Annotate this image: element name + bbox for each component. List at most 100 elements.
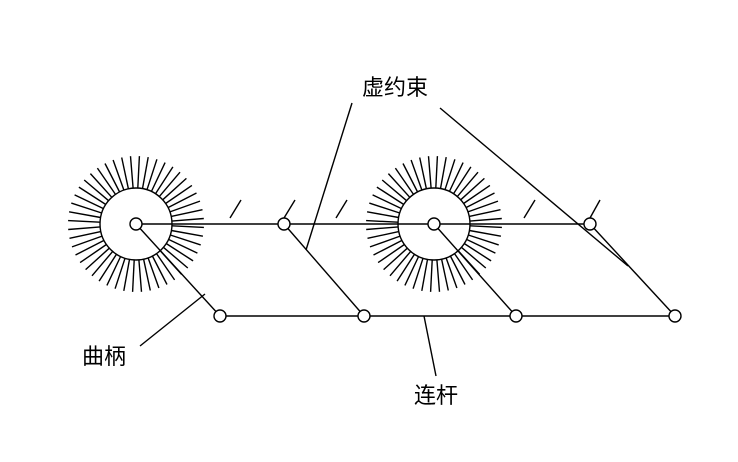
frame-tick-5 bbox=[589, 199, 601, 219]
hatch-mark bbox=[463, 184, 491, 205]
hatch-mark bbox=[96, 167, 117, 195]
label-virtual-constraint: 虚约束 bbox=[362, 76, 429, 101]
hatch-mark bbox=[387, 173, 411, 198]
hatch-mark bbox=[445, 257, 458, 289]
hatch-mark bbox=[91, 250, 114, 277]
leader-crank bbox=[139, 293, 206, 347]
frame-tick-4 bbox=[523, 199, 536, 219]
hatch-mark bbox=[396, 253, 416, 282]
hatch-mark bbox=[383, 247, 408, 271]
hatch-mark bbox=[436, 259, 441, 292]
hatch-mark bbox=[367, 230, 399, 239]
hatch-mark bbox=[138, 259, 143, 292]
crank-3 bbox=[433, 223, 517, 317]
fixed-support-hatch-left bbox=[68, 156, 204, 292]
hatch-mark bbox=[69, 230, 101, 239]
label-connecting-rod: 连杆 bbox=[414, 384, 459, 409]
hatch-mark bbox=[469, 225, 502, 229]
pivot-joint-right bbox=[427, 217, 441, 231]
hatch-mark bbox=[112, 159, 125, 191]
hatch-mark bbox=[440, 259, 449, 291]
hatch-mark bbox=[75, 239, 105, 256]
crank-2 bbox=[283, 223, 365, 317]
hatch-mark bbox=[435, 156, 439, 189]
hatch-mark bbox=[150, 162, 166, 192]
hatch-mark bbox=[71, 235, 103, 248]
hatch-mark bbox=[369, 202, 400, 214]
leader-virtual-constraint-1 bbox=[305, 102, 353, 251]
hatch-mark bbox=[131, 259, 135, 292]
pivot-joint-left bbox=[129, 217, 143, 231]
hatch-mark bbox=[421, 259, 429, 292]
leader-connecting-rod bbox=[423, 315, 437, 377]
hatch-mark bbox=[171, 229, 204, 237]
hatch-mark bbox=[171, 209, 203, 218]
hatch-mark bbox=[123, 259, 131, 292]
hatch-mark bbox=[78, 186, 107, 206]
joint-frame-4 bbox=[583, 217, 597, 231]
frame-tick-2 bbox=[283, 199, 296, 219]
hatch-mark bbox=[452, 166, 472, 195]
hatch-mark bbox=[466, 238, 496, 254]
hatch-mark bbox=[373, 239, 403, 256]
hatch-mark bbox=[155, 253, 176, 281]
hatch-mark bbox=[372, 194, 402, 210]
hatch-mark bbox=[427, 156, 432, 189]
hatch-mark bbox=[141, 156, 149, 189]
hatch-mark bbox=[460, 246, 487, 269]
hatch-mark bbox=[469, 217, 502, 222]
hatch-mark bbox=[366, 211, 399, 219]
hatch-mark bbox=[170, 234, 201, 246]
hatch-mark bbox=[129, 156, 134, 189]
hatch-mark bbox=[389, 250, 412, 277]
hatch-mark bbox=[147, 257, 160, 289]
hatch-mark bbox=[168, 238, 198, 254]
hatch-mark bbox=[376, 186, 405, 206]
hatch-mark bbox=[68, 226, 101, 231]
label-crank: 曲柄 bbox=[82, 345, 127, 370]
hatch-mark bbox=[68, 219, 101, 223]
hatch-mark bbox=[460, 177, 485, 201]
hatch-mark bbox=[162, 246, 189, 269]
hatch-mark bbox=[142, 259, 151, 291]
leader-virtual-constraint-2 bbox=[439, 107, 629, 267]
hatch-mark bbox=[463, 242, 492, 262]
hatch-mark bbox=[167, 192, 197, 209]
hatch-mark bbox=[467, 200, 499, 213]
hatch-mark bbox=[448, 162, 464, 192]
hatch-mark bbox=[429, 259, 433, 292]
joint-rod-4 bbox=[668, 309, 682, 323]
hatch-mark bbox=[377, 243, 405, 264]
hatch-mark bbox=[468, 234, 499, 246]
crank-1 bbox=[135, 223, 221, 317]
hatch-mark bbox=[165, 242, 194, 262]
hatch-mark bbox=[162, 177, 187, 201]
hatch-mark bbox=[369, 235, 401, 248]
hatch-mark bbox=[98, 253, 118, 282]
hatch-mark bbox=[439, 156, 447, 189]
hatch-mark bbox=[469, 209, 501, 218]
frame-tick-3 bbox=[335, 199, 348, 219]
frame-tick-1 bbox=[229, 199, 242, 219]
joint-rod-1 bbox=[213, 309, 227, 323]
hatch-mark bbox=[158, 171, 181, 198]
hatch-mark bbox=[169, 200, 201, 213]
hatch-mark bbox=[146, 159, 158, 190]
hatch-mark bbox=[154, 166, 174, 195]
hatch-mark bbox=[114, 258, 126, 289]
hatch-mark bbox=[171, 217, 204, 222]
hatch-mark bbox=[171, 225, 204, 229]
crank-4 bbox=[589, 223, 676, 317]
hatch-mark bbox=[83, 179, 110, 202]
hatch-mark bbox=[137, 156, 141, 189]
hatch-mark bbox=[419, 157, 428, 189]
hatch-mark bbox=[402, 163, 419, 193]
hatch-mark bbox=[89, 173, 113, 198]
hatch-mark bbox=[68, 211, 101, 219]
hatch-mark bbox=[404, 256, 420, 286]
hatch-mark bbox=[366, 226, 399, 231]
hatch-mark bbox=[151, 255, 168, 285]
joint-rod-2 bbox=[357, 309, 371, 323]
hatch-mark bbox=[469, 229, 502, 237]
